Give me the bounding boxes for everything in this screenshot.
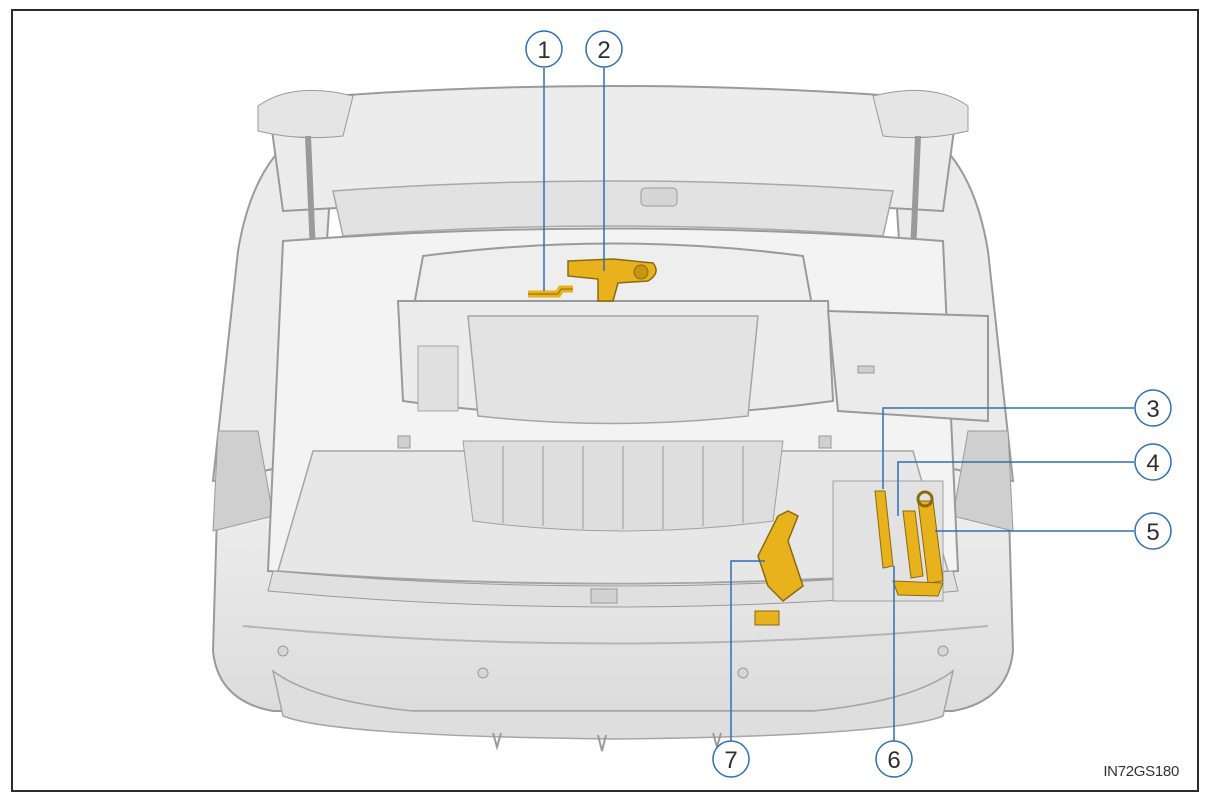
leader-7 — [730, 560, 765, 741]
well-ribs — [502, 446, 744, 529]
towing-eyelet-ring — [916, 490, 934, 508]
callout-label: 6 — [887, 747, 900, 774]
bumper-lower-valance — [271, 669, 955, 740]
extension-bar-tool — [902, 510, 924, 579]
side-panel-handle — [857, 365, 875, 374]
trunk-latch — [590, 588, 618, 604]
figure-code: IN72GS180 — [1103, 763, 1179, 780]
folded-side-panel — [826, 309, 989, 423]
wheel-nut-wrench-tool — [874, 490, 894, 569]
right-cargo-hook — [818, 435, 832, 449]
callout-7: 7 — [712, 740, 750, 778]
callout-4: 4 — [1134, 443, 1172, 481]
callout-leaders — [543, 68, 1134, 741]
trunk-illustration: 1 2 3 4 5 6 7 — [211, 30, 1172, 778]
figure-frame: 1 2 3 4 5 6 7 IN72GS180 — [11, 9, 1199, 792]
callout-5: 5 — [1134, 512, 1172, 550]
tool-bag — [892, 580, 944, 597]
jack-base — [754, 610, 780, 626]
callout-label: 3 — [1146, 396, 1159, 423]
right-spoiler — [872, 89, 969, 139]
callout-label: 1 — [537, 37, 550, 64]
leader-4 — [897, 461, 1134, 516]
deck-board-box — [467, 315, 759, 425]
left-spoiler — [257, 89, 354, 139]
callout-1: 1 — [525, 30, 563, 68]
leader-3 — [882, 407, 1134, 489]
callout-label: 4 — [1146, 450, 1159, 477]
hatch-handle — [640, 187, 678, 207]
deck-board-left-pocket — [417, 345, 459, 412]
callout-label: 5 — [1146, 519, 1159, 546]
jack-handle-tool-outline — [528, 288, 573, 295]
callout-label: 2 — [597, 37, 610, 64]
callout-3: 3 — [1134, 389, 1172, 427]
parking-sensors — [277, 645, 949, 679]
lug-wrench-socket — [633, 264, 649, 280]
callout-6: 6 — [875, 740, 913, 778]
left-cargo-hook — [397, 435, 411, 449]
jack-tool — [757, 510, 804, 602]
callout-2: 2 — [585, 30, 623, 68]
callout-label: 7 — [724, 747, 737, 774]
towing-eyelet-tool — [917, 500, 944, 584]
bumper-crease — [242, 625, 989, 645]
